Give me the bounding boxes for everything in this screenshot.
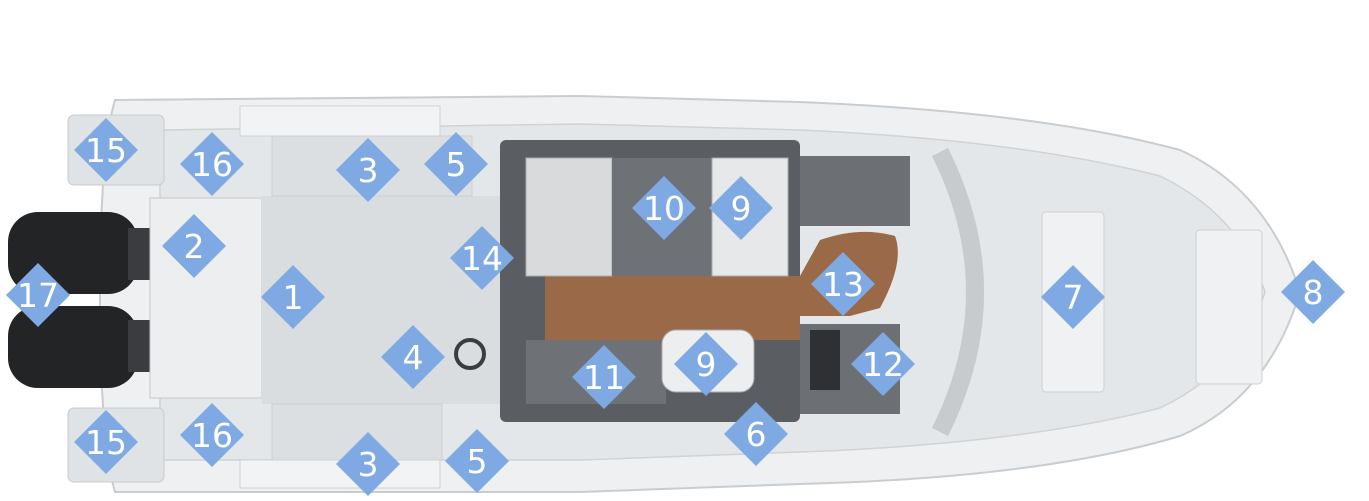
callout-diamond (162, 214, 226, 278)
callout-14: 14 (450, 226, 514, 290)
callout-11: 11 (572, 345, 636, 409)
callout-3: 3 (336, 432, 400, 496)
callout-12: 12 (851, 332, 915, 396)
callout-diamond (336, 432, 400, 496)
callout-5: 5 (424, 132, 488, 196)
callout-number: 6 (746, 415, 767, 454)
callout-6: 6 (724, 402, 788, 466)
callout-diamond (180, 132, 244, 196)
windshield (931, 147, 984, 437)
callout-diamond (180, 403, 244, 467)
callout-7: 7 (1041, 265, 1105, 329)
callout-diamond (450, 226, 514, 290)
callout-diamond (811, 252, 875, 316)
callout-diamond (336, 138, 400, 202)
callout-number: 12 (862, 345, 904, 384)
callout-diamond (424, 132, 488, 196)
callout-15: 15 (74, 410, 138, 474)
callout-number: 10 (643, 189, 685, 228)
engine-mount-bottom (128, 320, 152, 372)
callout-5: 5 (445, 429, 509, 493)
callout-3: 3 (336, 138, 400, 202)
callout-number: 15 (85, 423, 127, 462)
callout-diamond (674, 332, 738, 396)
callout-number: 17 (17, 276, 59, 315)
callout-diamond (1281, 260, 1345, 324)
callout-number: 11 (583, 358, 625, 397)
helm-instruments (810, 330, 840, 390)
callout-15: 15 (74, 118, 138, 182)
callout-number: 5 (467, 442, 488, 481)
callout-diamond (724, 402, 788, 466)
engine-mount-top (128, 228, 152, 280)
callout-number: 16 (191, 145, 233, 184)
callout-number: 9 (696, 345, 717, 384)
callout-number: 14 (461, 239, 503, 278)
side-locker-top (239, 105, 441, 137)
callout-number: 4 (403, 338, 424, 377)
callout-2: 2 (162, 214, 226, 278)
helm-seat-back (525, 157, 613, 277)
callout-16: 16 (180, 403, 244, 467)
callout-number: 3 (358, 445, 379, 484)
callout-diamond (445, 429, 509, 493)
teak-floor (545, 231, 898, 340)
callout-number: 9 (731, 189, 752, 228)
callout-number: 1 (283, 278, 304, 317)
console-top (800, 156, 910, 226)
callout-10: 10 (632, 176, 696, 240)
callout-diamond (572, 345, 636, 409)
callout-1: 1 (261, 265, 325, 329)
callout-number: 8 (1303, 273, 1324, 312)
steering-wheel (454, 338, 486, 370)
callout-number: 3 (358, 151, 379, 190)
callout-diamond (6, 263, 70, 327)
callout-diamond (74, 118, 138, 182)
callout-diamond (709, 176, 773, 240)
callout-13: 13 (811, 252, 875, 316)
callout-number: 13 (822, 265, 864, 304)
callout-diamond (851, 332, 915, 396)
callout-number: 16 (191, 416, 233, 455)
callout-9: 9 (674, 332, 738, 396)
callout-diamond (1041, 265, 1105, 329)
callout-9: 9 (709, 176, 773, 240)
outboard-engine-bottom (8, 306, 138, 388)
callout-16: 16 (180, 132, 244, 196)
callout-number: 7 (1063, 278, 1084, 317)
callout-diamond (74, 410, 138, 474)
callout-number: 2 (184, 227, 205, 266)
callout-diamond (632, 176, 696, 240)
anchor-locker (1195, 229, 1263, 385)
callout-number: 5 (446, 145, 467, 184)
callout-diamond (261, 265, 325, 329)
callout-8: 8 (1281, 260, 1345, 324)
callout-diamond (381, 325, 445, 389)
callout-17: 17 (6, 263, 70, 327)
callout-4: 4 (381, 325, 445, 389)
callout-number: 15 (85, 131, 127, 170)
